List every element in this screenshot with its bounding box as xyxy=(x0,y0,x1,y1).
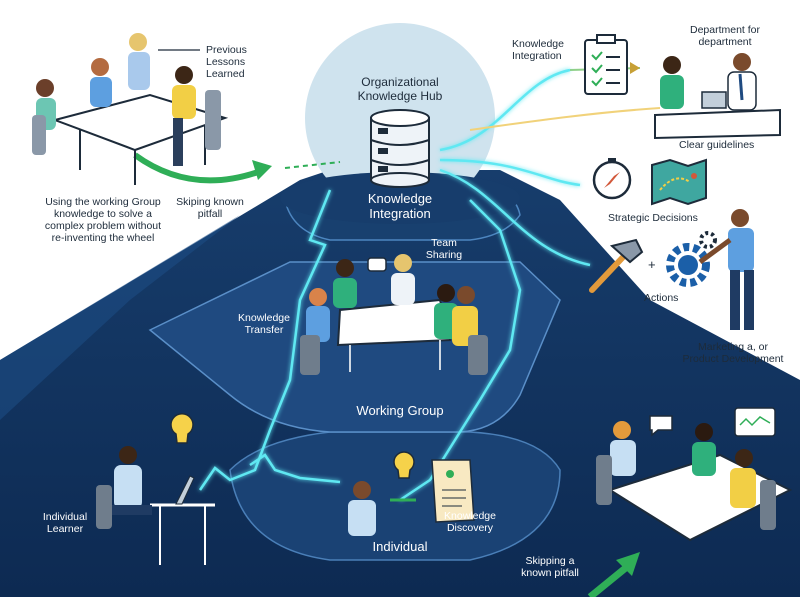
strategic-decisions-label: Strategic Decisions xyxy=(608,212,698,224)
worker-illustration xyxy=(698,209,754,330)
knowledge-transfer-label: Knowledge Transfer xyxy=(238,312,290,337)
green-arrow-top-head xyxy=(252,160,272,180)
hammer-icon xyxy=(589,238,644,293)
marketing-label: Marketing a, or Product Development xyxy=(682,341,784,366)
plus-sign: + xyxy=(648,257,656,272)
top-left-description: Using the working Group knowledge to sol… xyxy=(44,196,162,245)
knowledge-integration-label: Knowledge Integration xyxy=(512,38,564,63)
working-group-illustration xyxy=(300,254,488,375)
previous-lessons-label: Previous Lessons Learned xyxy=(206,44,247,81)
arrow-guidelines xyxy=(469,107,661,131)
green-arrow-top xyxy=(133,152,259,184)
compass-icon xyxy=(592,158,632,200)
actions-label: Actions xyxy=(644,292,679,304)
dashed-link xyxy=(284,161,341,169)
tier-individual xyxy=(229,431,561,561)
green-arrow-bottom-head xyxy=(616,552,640,576)
clipboard-checklist-icon xyxy=(584,34,628,95)
individual-label: Individual xyxy=(372,539,428,554)
tier-integration-label: Knowledge Integration xyxy=(367,191,433,221)
map-icon xyxy=(651,158,707,206)
bottom-right-meeting-illustration xyxy=(596,407,793,542)
department-meeting-illustration xyxy=(654,53,781,140)
team-sharing-label: Team Sharing xyxy=(425,237,463,262)
arrow-head-dept xyxy=(630,62,640,74)
department-label: Department for department xyxy=(689,24,761,49)
skipping-known-pitfall-label: Skipping a known pitfall xyxy=(521,555,579,580)
hub-base xyxy=(280,172,520,224)
clear-guidelines-label: Clear guidelines xyxy=(679,139,755,151)
individual-learner-label: Individual Learner xyxy=(42,511,88,536)
hub-title: Organizational Knowledge Hub xyxy=(357,75,443,103)
database-icon xyxy=(370,109,430,188)
individual-discovery-illustration xyxy=(348,451,475,536)
knowledge-discovery-label: Knowledge Discovery xyxy=(444,510,496,535)
skip-pitfall-label: Skiping known pitfall xyxy=(176,196,244,221)
green-arrow-bottom xyxy=(587,563,631,597)
top-left-meeting-illustration xyxy=(32,33,229,185)
working-group-label: Working Group xyxy=(356,403,444,418)
gear-icon xyxy=(666,231,717,287)
individual-learner-illustration xyxy=(96,413,215,565)
